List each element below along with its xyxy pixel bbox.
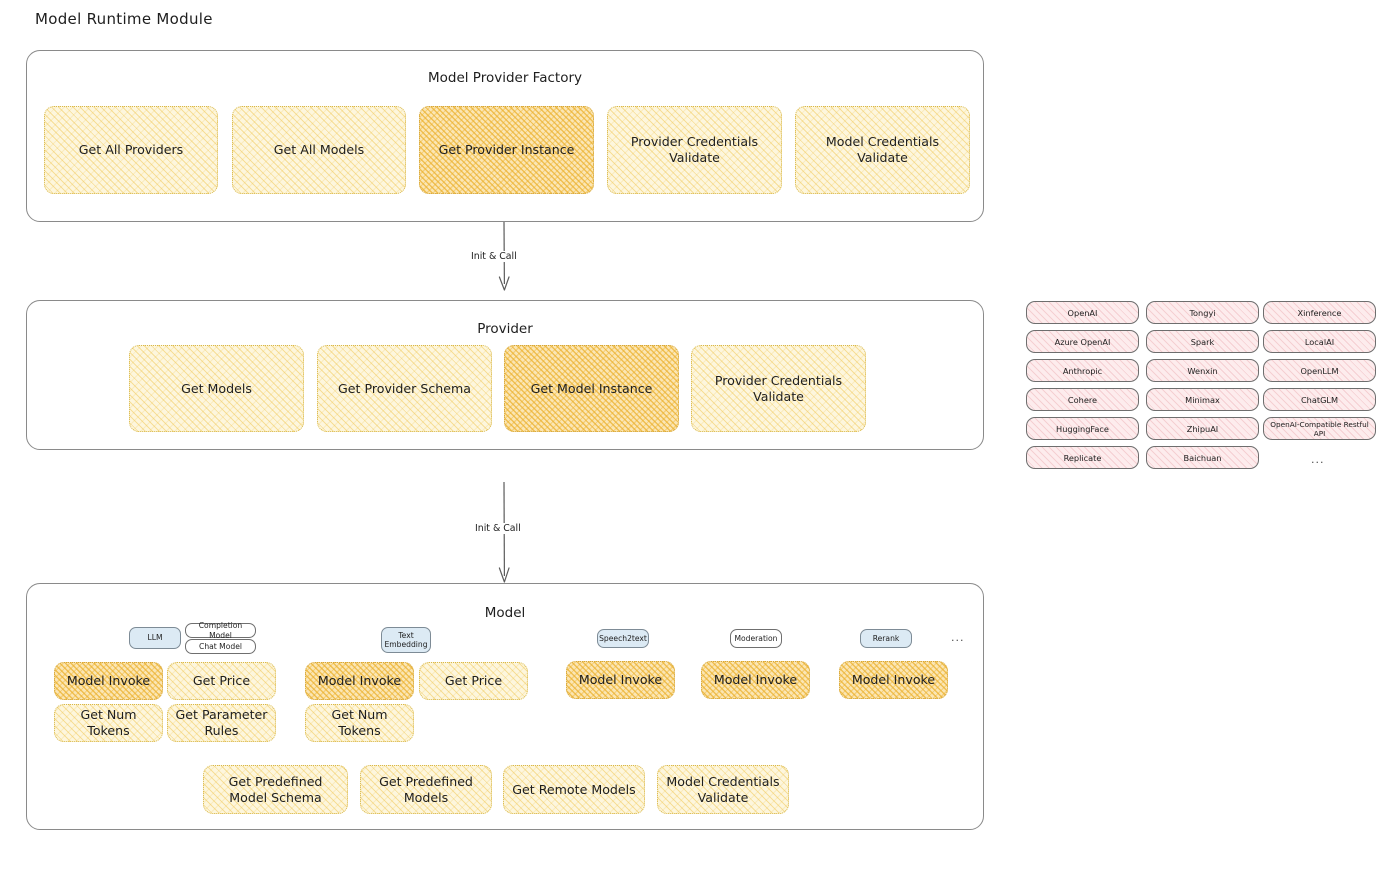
model-chip-get-predefined-models[interactable]: Get Predefined Models — [360, 765, 492, 814]
text-embedding-chip-get-price[interactable]: Get Price — [419, 662, 528, 700]
model-provider-factory-title: Model Provider Factory — [427, 70, 582, 86]
llm-chip-get-price[interactable]: Get Price — [167, 662, 276, 700]
provider-tag-openllm[interactable]: OpenLLM — [1263, 359, 1376, 382]
llm-chip-model-invoke[interactable]: Model Invoke — [54, 662, 163, 700]
provider-tag-baichuan[interactable]: Baichuan — [1146, 446, 1259, 469]
arrow-label-init-and-call-2: Init & Call — [472, 523, 524, 534]
arrow-label-init-and-call-1: Init & Call — [468, 251, 520, 262]
factory-chip-get-all-providers[interactable]: Get All Providers — [44, 106, 218, 194]
rerank-chip-model-invoke[interactable]: Model Invoke — [839, 661, 948, 699]
model-chip-model-credentials-validate[interactable]: Model Credentials Validate — [657, 765, 789, 814]
factory-chip-model-credentials-validate[interactable]: Model Credentials Validate — [795, 106, 970, 194]
provider-tag-azure-openai[interactable]: Azure OpenAI — [1026, 330, 1139, 353]
provider-tag-xinference[interactable]: Xinference — [1263, 301, 1376, 324]
arrow-provider-to-model — [498, 481, 510, 583]
provider-tag-cohere[interactable]: Cohere — [1026, 388, 1139, 411]
model-subtag-completion-model[interactable]: Completion Model — [185, 621, 256, 640]
factory-chip-get-all-models[interactable]: Get All Models — [232, 106, 406, 194]
provider-tag-zhipuai[interactable]: ZhipuAI — [1146, 417, 1259, 440]
text-embedding-chip-get-num-tokens[interactable]: Get Num Tokens — [305, 704, 414, 742]
model-type-badge-moderation[interactable]: Moderation — [730, 629, 782, 648]
speech2text-chip-model-invoke[interactable]: Model Invoke — [566, 661, 675, 699]
moderation-chip-model-invoke[interactable]: Model Invoke — [701, 661, 810, 699]
model-title: Model — [484, 605, 526, 621]
provider-chip-provider-credentials-validate[interactable]: Provider Credentials Validate — [691, 345, 866, 432]
provider-tag-openai[interactable]: OpenAI — [1026, 301, 1139, 324]
provider-tag-spark[interactable]: Spark — [1146, 330, 1259, 353]
model-chip-get-remote-models[interactable]: Get Remote Models — [503, 765, 645, 814]
provider-chip-get-models[interactable]: Get Models — [129, 345, 304, 432]
provider-tag-tongyi[interactable]: Tongyi — [1146, 301, 1259, 324]
provider-tag-wenxin[interactable]: Wenxin — [1146, 359, 1259, 382]
provider-tags-more: ... — [1311, 453, 1325, 466]
model-types-more: ... — [951, 631, 965, 644]
provider-tag-anthropic[interactable]: Anthropic — [1026, 359, 1139, 382]
llm-chip-get-parameter-rules[interactable]: Get Parameter Rules — [167, 704, 276, 742]
provider-tag-minimax[interactable]: Minimax — [1146, 388, 1259, 411]
provider-title: Provider — [477, 321, 533, 337]
model-type-badge-llm[interactable]: LLM — [129, 627, 181, 649]
model-chip-get-predefined-model-schema[interactable]: Get Predefined Model Schema — [203, 765, 348, 814]
provider-tag-openai-compatible-restful-api[interactable]: OpenAI-Compatible Restful API — [1263, 417, 1376, 440]
provider-tag-chatglm[interactable]: ChatGLM — [1263, 388, 1376, 411]
page-title: Model Runtime Module — [35, 10, 213, 28]
factory-chip-provider-credentials-validate[interactable]: Provider Credentials Validate — [607, 106, 782, 194]
model-type-badge-speech2text[interactable]: Speech2text — [597, 629, 649, 648]
provider-tag-huggingface[interactable]: HuggingFace — [1026, 417, 1139, 440]
model-type-badge-rerank[interactable]: Rerank — [860, 629, 912, 648]
provider-tag-replicate[interactable]: Replicate — [1026, 446, 1139, 469]
provider-tag-localai[interactable]: LocalAI — [1263, 330, 1376, 353]
provider-chip-get-model-instance[interactable]: Get Model Instance — [504, 345, 679, 432]
factory-chip-get-provider-instance[interactable]: Get Provider Instance — [419, 106, 594, 194]
model-type-badge-text-embedding[interactable]: Text Embedding — [381, 627, 431, 653]
llm-chip-get-num-tokens[interactable]: Get Num Tokens — [54, 704, 163, 742]
model-subtag-chat-model[interactable]: Chat Model — [185, 639, 256, 654]
text-embedding-chip-model-invoke[interactable]: Model Invoke — [305, 662, 414, 700]
provider-chip-get-provider-schema[interactable]: Get Provider Schema — [317, 345, 492, 432]
